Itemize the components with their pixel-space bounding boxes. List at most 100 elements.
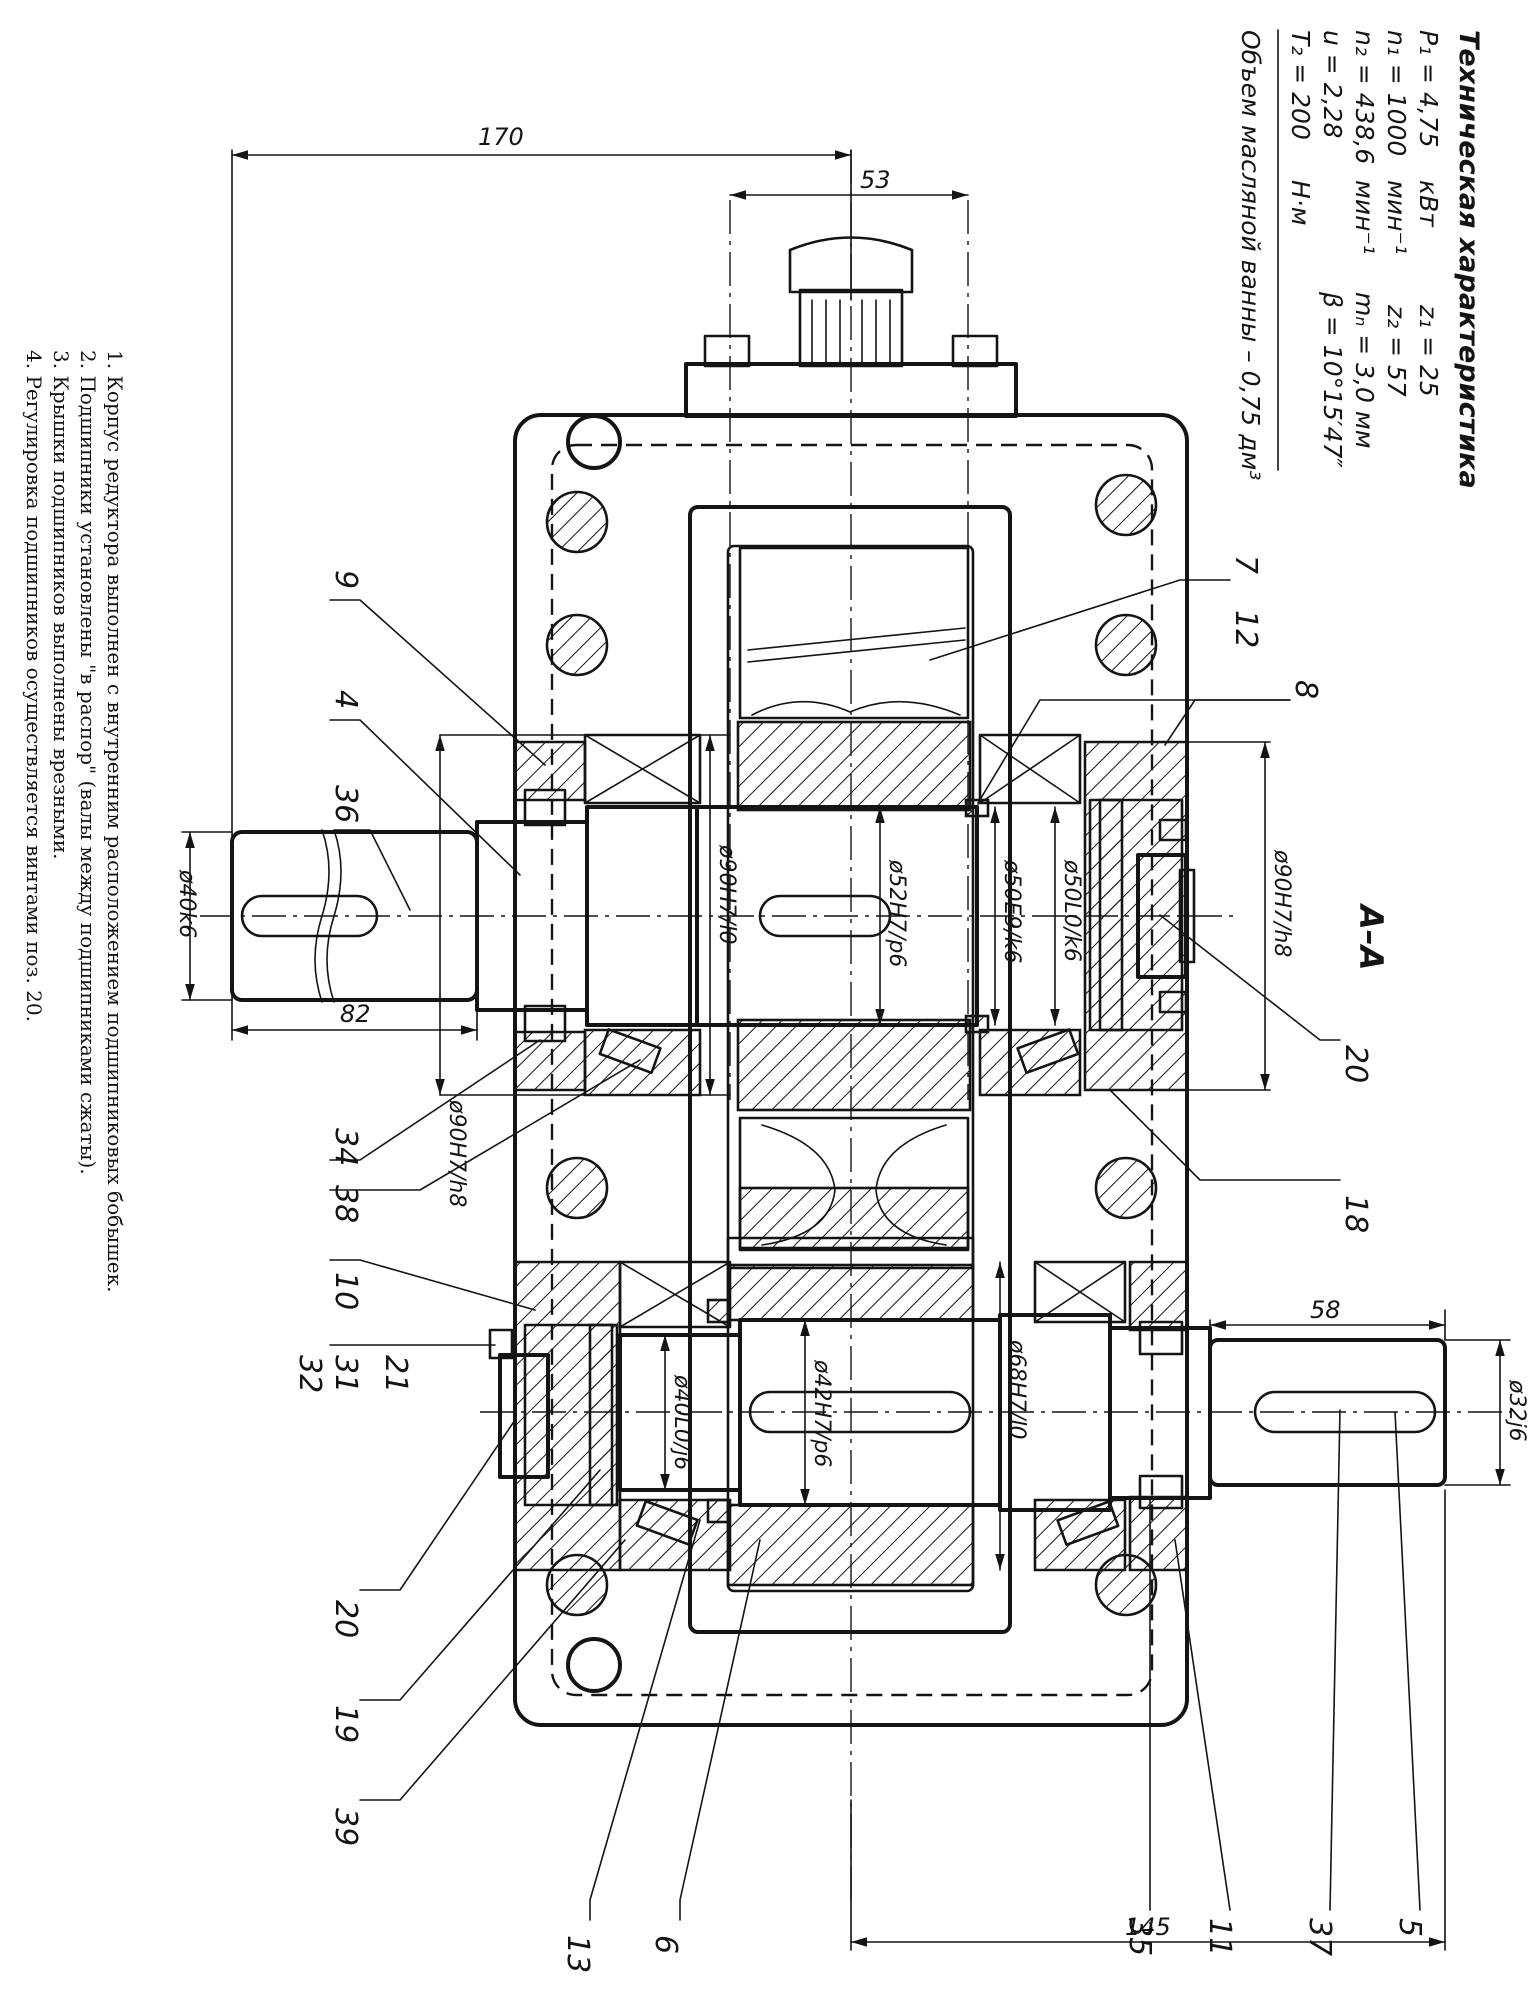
spec-row-4-right: β = 10°15′47″ (1318, 291, 1347, 468)
spec-row-3-right: mₙ = 3,0 мм (1350, 292, 1379, 449)
break-line (314, 829, 330, 1003)
notes: 1. Корпус редуктора выполнен с внутренни… (22, 350, 127, 1292)
callout-21: 21 (378, 1355, 413, 1393)
output-key-slot (1253, 1390, 1437, 1434)
output-shaft-assembly (488, 1236, 1447, 1587)
breather-cap (788, 236, 914, 294)
bearing-bottom-left (583, 1028, 702, 1097)
bolt-21 (488, 1328, 514, 1360)
technical-spec: Техническая характеристика P₁ = 4,75 кВт… (1236, 29, 1484, 489)
cover-bolt-left (703, 334, 751, 368)
callout-20-top: 20 (1338, 1045, 1373, 1083)
callout-10: 10 (328, 1272, 363, 1310)
taper-roller (1056, 1500, 1120, 1547)
note-4: 4. Регулировка подшипников осуществляетс… (22, 350, 46, 1022)
flange-bolts (545, 414, 1158, 1693)
seal-35 (1138, 1320, 1184, 1356)
callout-5: 5 (1392, 1918, 1427, 1937)
dim-90H7-l0: ø90H7/l0 (714, 844, 739, 945)
break-line (326, 829, 342, 1003)
bearing-top-right (978, 733, 1082, 805)
dim-50L0-k6: ø50L0/k6 (1059, 859, 1084, 962)
taper-roller (635, 1499, 699, 1546)
spec-row-2-right: z₂ = 57 (1382, 304, 1411, 397)
cap-11b (1128, 1495, 1189, 1572)
bolt-hole (566, 1637, 622, 1693)
gear-7-teeth (738, 546, 970, 720)
gear-6-section-bottom (726, 1503, 975, 1587)
dim-90H7-h8-bottom: ø90H7/h8 (444, 1099, 469, 1207)
bolt-section (545, 1156, 609, 1220)
dim-42H7-p6: ø42H7/p6 (809, 1359, 834, 1467)
screw-head (1178, 868, 1196, 964)
note-3: 3. Крышки подшипников выполнены врезными… (49, 350, 73, 860)
bearing-out-right-bottom (1033, 1498, 1127, 1572)
callout-12: 12 (1228, 610, 1263, 648)
callout-39: 39 (328, 1808, 363, 1846)
dimension-lines (181, 149, 1511, 1951)
spacer-13b (706, 1498, 730, 1524)
dim-145: 145 (1125, 1913, 1171, 1941)
spec-row-2-left: n₁ = 1000 (1382, 30, 1411, 156)
spec-row-2-unit: мин⁻¹ (1382, 180, 1411, 255)
cover-bolt-right (951, 334, 999, 368)
cap-34 (513, 1030, 587, 1092)
callout-20-bottom: 20 (328, 1600, 363, 1638)
input-shaft-assembly (230, 546, 1196, 1252)
dim-82: 82 (340, 1000, 371, 1028)
bearing-bottom-right (978, 1028, 1082, 1097)
note-1: 1. Корпус редуктора выполнен с внутренни… (103, 350, 127, 1292)
spec-row-4-left: u = 2,28 (1318, 30, 1347, 138)
adjusting-screw-20-bottom (498, 1353, 550, 1479)
spec-row-5-unit: Н·м (1286, 180, 1315, 226)
dim-52H7-p6: ø52H7/p6 (884, 859, 909, 967)
spec-row-3-unit: мин⁻¹ (1350, 180, 1379, 255)
callout-38: 38 (328, 1185, 363, 1223)
pinion-section-top (736, 720, 972, 812)
dim-90H7-h8-top: ø90H7/h8 (1269, 849, 1294, 957)
tooth-profile (751, 700, 961, 716)
callout-9: 9 (328, 570, 363, 589)
gear-6-rim (726, 1236, 975, 1270)
callout-19: 19 (328, 1705, 363, 1743)
dim-32j6: ø32j6 (1504, 1379, 1529, 1442)
spec-row-1-unit: кВт (1414, 180, 1443, 228)
bolt-section (1094, 613, 1158, 677)
spec-row-1-right: z₁ = 25 (1414, 304, 1443, 397)
bolt-section (545, 613, 609, 677)
dim-170: 170 (478, 123, 524, 151)
spec-row-3-left: n₂ = 438,6 (1350, 30, 1379, 164)
seal-top (523, 788, 567, 827)
spec-title: Техническая характеристика (1453, 30, 1484, 489)
callout-37: 37 (1302, 1918, 1337, 1956)
cap-11 (1128, 1260, 1189, 1332)
callout-6: 6 (648, 1935, 683, 1954)
shim-19 (588, 1323, 614, 1507)
dim-53: 53 (860, 166, 891, 194)
callout-35: 35 (1122, 1918, 1157, 1956)
set-screw (1158, 990, 1188, 1014)
spec-row-1-left: P₁ = 4,75 (1414, 30, 1443, 148)
dim-50E9-k6: ø50E9/k6 (999, 859, 1024, 964)
adjusting-screw-20-top (1136, 853, 1188, 979)
seal-bottom (523, 1004, 567, 1043)
pinion-key-slot (758, 894, 892, 938)
taper-roller (1016, 1028, 1080, 1075)
gear-key-slot (748, 1390, 972, 1434)
spacer-12b (964, 1014, 990, 1034)
key-slot (240, 894, 379, 938)
cap-8-bore (1088, 798, 1184, 1032)
spec-oil-volume: Объем масляной ванны – 0,75 дм³ (1236, 30, 1265, 480)
callout-18: 18 (1338, 1195, 1373, 1233)
bolt-section (1094, 473, 1158, 537)
callout-36: 36 (328, 785, 363, 823)
callout-4: 4 (328, 690, 363, 709)
taper-roller (598, 1028, 662, 1075)
dimension-texts: 170 53 82 58 145 ø40k6 ø90H7/l0 ø52H7/p6… (174, 123, 1529, 1941)
spec-row-5-left: T₂ = 200 (1286, 30, 1315, 140)
bolt-section (1094, 1156, 1158, 1220)
spacer-12 (964, 798, 990, 818)
pinion-section-bottom (736, 1018, 972, 1112)
bolt-section (545, 490, 609, 554)
